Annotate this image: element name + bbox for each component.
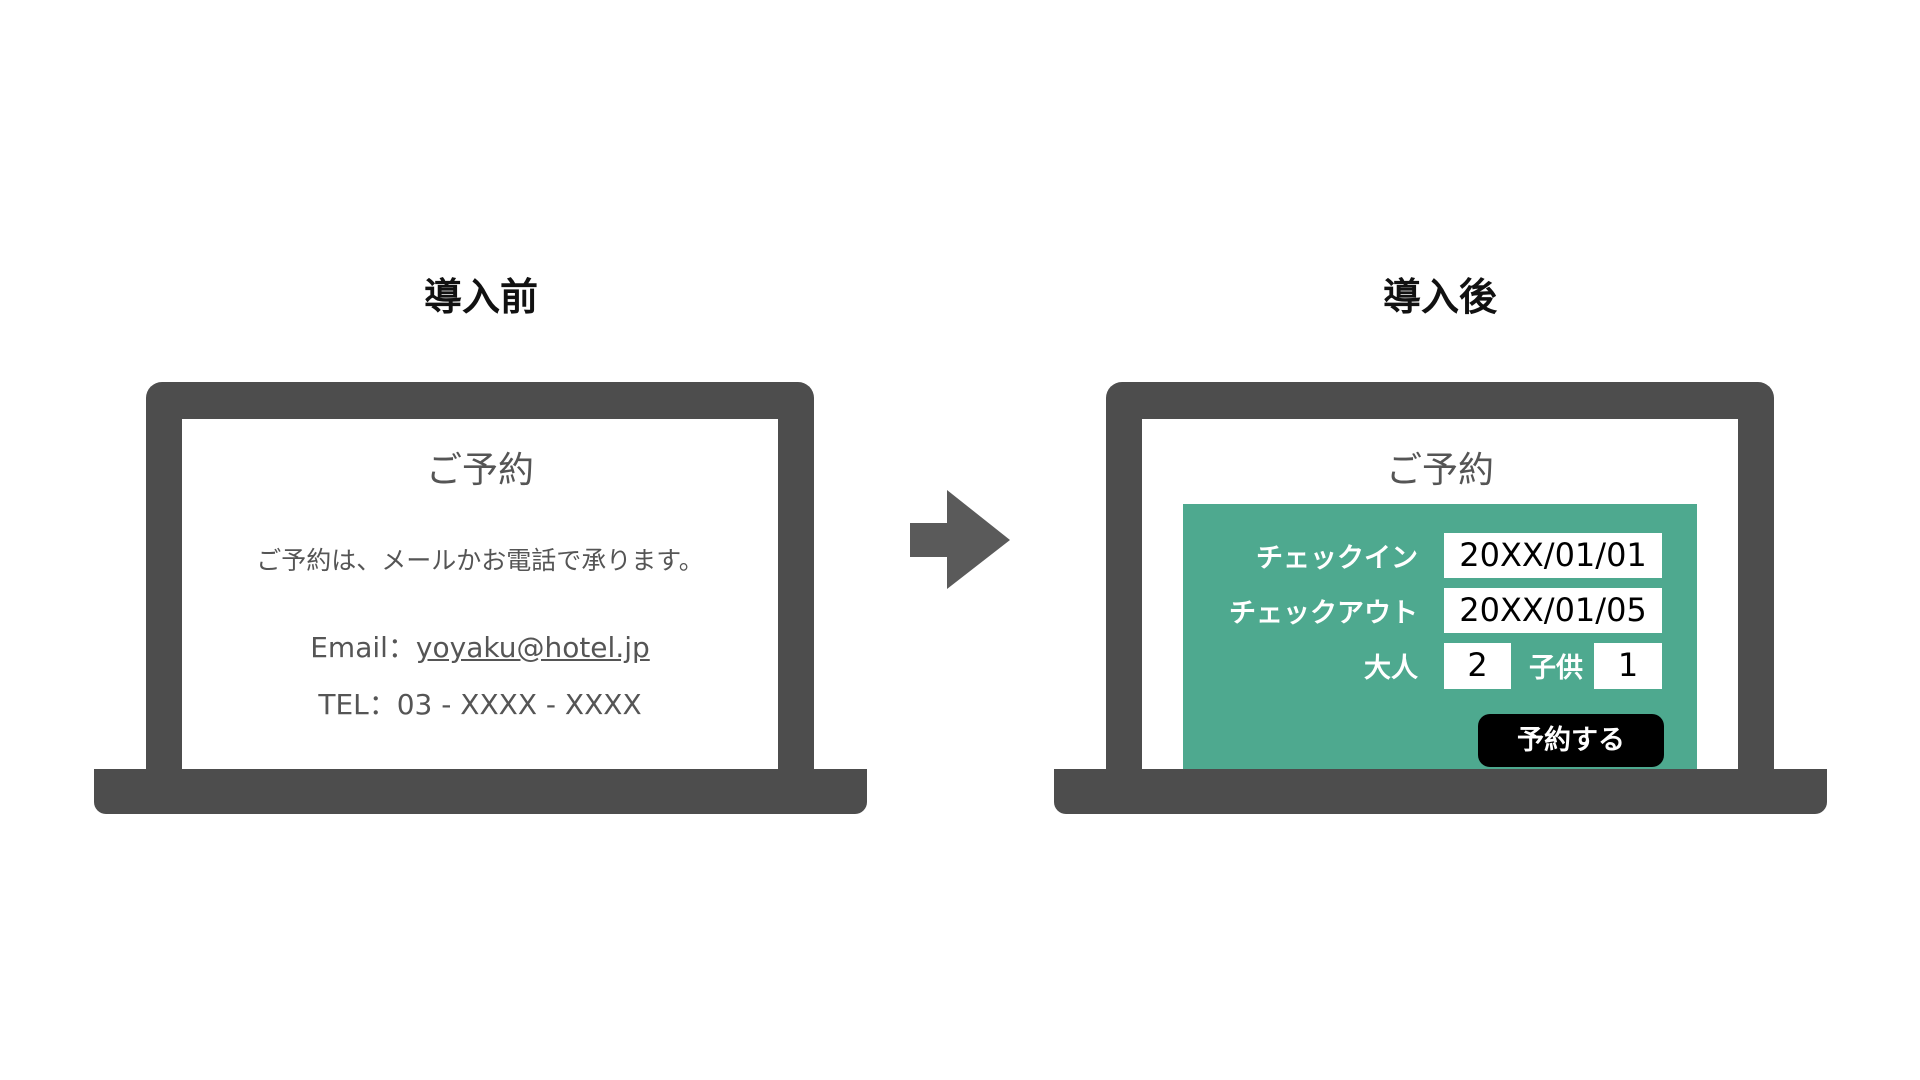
email-line: Email：yoyaku@hotel.jp	[182, 626, 778, 666]
laptop-screen: ご予約 ご予約は、メールかお電話で承ります。 Email：yoyaku@hote…	[182, 419, 778, 769]
checkout-label: チェックアウト	[1229, 598, 1418, 629]
adults-input[interactable]: 2	[1444, 643, 1511, 689]
email-label: Email：	[310, 631, 416, 664]
contact-message: ご予約は、メールかお電話で承ります。	[256, 546, 704, 575]
checkin-label: チェックイン	[1256, 543, 1418, 574]
adults-label: 大人	[1364, 653, 1418, 684]
after-title: 導入後	[1382, 275, 1497, 319]
arrow-right-icon	[910, 490, 1010, 589]
checkout-input[interactable]: 20XX/01/05	[1444, 588, 1662, 633]
tel-line: TEL：03 - XXXX - XXXX	[318, 688, 642, 721]
laptop-screen: ご予約 チェックイン 20XX/01/01 チェックアウト 20XX/01/05…	[1142, 419, 1738, 769]
before-title: 導入前	[423, 275, 538, 319]
laptop-base	[1054, 769, 1827, 814]
email-link[interactable]: yoyaku@hotel.jp	[415, 631, 650, 664]
children-label: 子供	[1529, 653, 1583, 684]
children-input[interactable]: 1	[1594, 643, 1662, 689]
screen-heading: ご予約	[1385, 450, 1494, 491]
checkin-input[interactable]: 20XX/01/01	[1444, 533, 1662, 578]
reservation-form: チェックイン 20XX/01/01 チェックアウト 20XX/01/05 大人 …	[1183, 504, 1697, 769]
laptop-base	[94, 769, 867, 814]
screen-heading: ご予約	[425, 450, 534, 491]
reserve-button[interactable]: 予約する	[1478, 714, 1664, 767]
